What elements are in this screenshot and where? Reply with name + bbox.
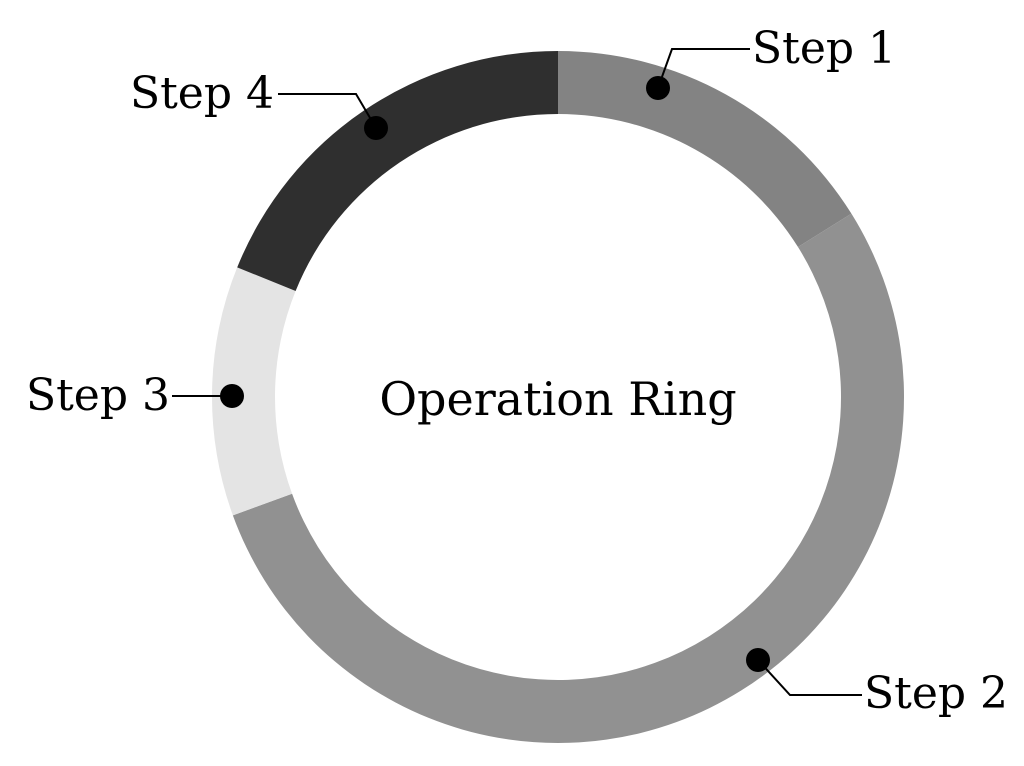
dot-step-2	[746, 648, 770, 672]
label-step-2: Step 2	[864, 668, 1008, 719]
label-step-4: Step 4	[130, 68, 274, 119]
label-step-3: Step 3	[26, 370, 170, 421]
leader-line-step-4	[278, 93, 377, 129]
center-label: Operation Ring	[379, 372, 736, 426]
label-step-1: Step 1	[752, 23, 896, 74]
dot-step-4	[364, 116, 388, 140]
dot-step-1	[646, 76, 670, 100]
leader-line-step-1	[657, 48, 750, 89]
ring-segment-step-4	[237, 51, 558, 291]
ring-segment-step-3	[211, 267, 296, 516]
step-labels: Step 1 Step 2 Step 3 Step 4	[26, 23, 1008, 719]
ring-segments	[211, 51, 905, 744]
leader-lines	[172, 48, 862, 696]
leader-line-step-2	[757, 659, 862, 696]
dot-step-3	[220, 384, 244, 408]
ring-segment-step-2	[232, 213, 905, 744]
segment-dots	[220, 76, 770, 672]
ring-segment-step-1	[558, 51, 852, 248]
